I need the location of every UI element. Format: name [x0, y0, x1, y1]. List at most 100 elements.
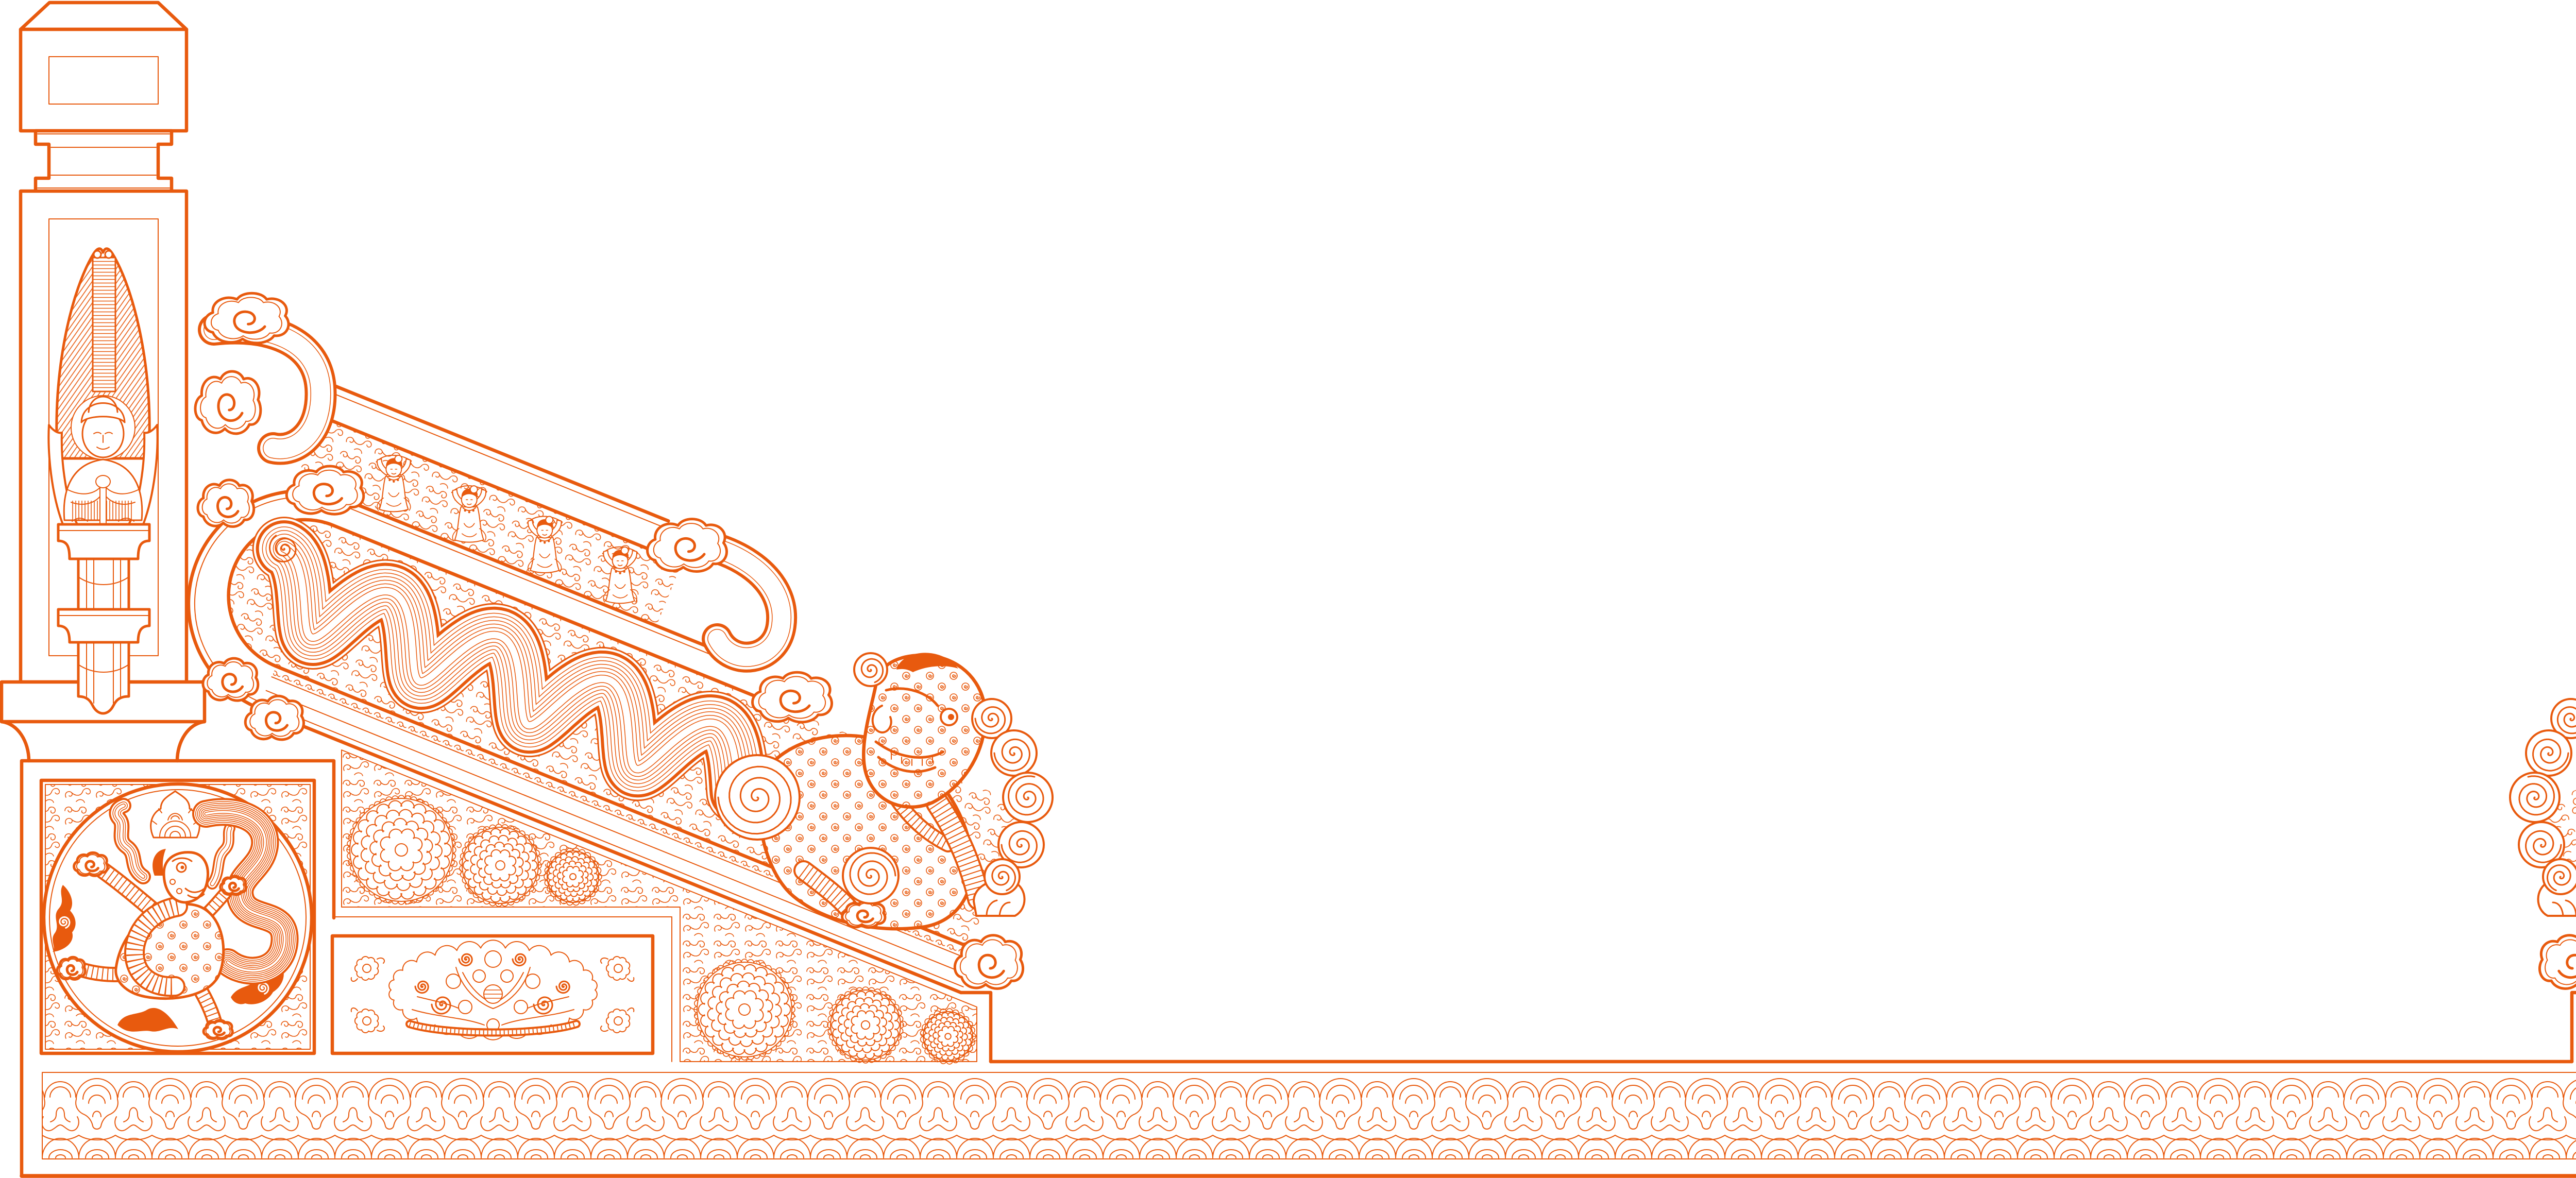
spiral-icon	[59, 916, 71, 929]
orb	[514, 1000, 528, 1014]
spiral-line	[414, 980, 429, 994]
rosette-petals	[477, 841, 524, 889]
rosette-disc	[462, 827, 539, 904]
cloud-icon	[753, 672, 832, 722]
rosette-petals	[716, 980, 773, 1038]
left-balustrade-half	[0, 1, 1054, 1178]
spiral-icon	[512, 953, 527, 967]
serpentine-wave	[252, 517, 770, 825]
band-stripe	[205, 811, 286, 972]
post-cap-roof	[19, 1, 189, 31]
lion-teeth	[891, 753, 933, 766]
cloud-frieze-border	[42, 1072, 2576, 1159]
mask-rope	[405, 1020, 581, 1037]
spiral-icon	[555, 980, 570, 994]
rosette-petals	[369, 818, 433, 881]
paw-icon	[202, 1019, 233, 1040]
cloud-icon	[117, 1008, 178, 1032]
post-neck-lines	[37, 133, 170, 189]
orb	[446, 974, 461, 989]
rosette-center	[569, 873, 577, 880]
stair-block-edge	[959, 991, 993, 1064]
lion-medallion	[39, 778, 316, 1055]
orb	[484, 950, 502, 968]
figure-band-top-edge	[322, 416, 667, 558]
rosette-center	[495, 860, 505, 870]
paw-icon	[219, 875, 247, 896]
rosette-fringe	[544, 847, 602, 906]
rosette-petals	[928, 1016, 968, 1056]
cloud-icon	[203, 658, 258, 701]
rosette-petals	[351, 800, 452, 900]
spiral-line	[717, 765, 792, 835]
handrail-lower-scroll	[648, 519, 832, 722]
rosette-petals	[923, 1012, 973, 1061]
paw-claws	[986, 899, 1011, 917]
spiral-line	[458, 953, 473, 967]
spiral-line	[431, 996, 451, 1015]
orb	[525, 974, 540, 989]
figure-shelf	[57, 523, 151, 560]
flame-cloud	[207, 823, 235, 890]
rosette-petals	[837, 997, 894, 1053]
rosette-petals	[831, 991, 900, 1060]
rosette-icon	[693, 959, 795, 1061]
figure-face	[93, 432, 113, 450]
spiral-line	[993, 738, 1030, 772]
rosette-petals	[698, 964, 791, 1055]
lion-face-lines	[172, 857, 207, 899]
corner-flower-icon	[600, 1008, 635, 1033]
wave-start-spiral-icon	[268, 535, 297, 562]
rosette-fringe	[346, 795, 456, 905]
lion-front-leg	[926, 792, 991, 911]
spiral-line	[974, 706, 1006, 735]
rib-fill	[928, 794, 989, 909]
rosette-petals	[547, 851, 599, 902]
spiral-line	[533, 996, 553, 1015]
rosette-icon	[544, 847, 602, 906]
rosette-center	[738, 1003, 751, 1016]
rosette-petals	[484, 849, 517, 882]
lion-tail-scroll	[192, 798, 299, 985]
post	[0, 1, 207, 763]
cloud-icon	[53, 885, 76, 952]
corner-flower-icon	[350, 1008, 385, 1033]
post-neck	[33, 129, 174, 193]
spiral-icon	[414, 980, 429, 994]
clasped-hands	[95, 475, 111, 488]
band-stripe	[211, 827, 231, 885]
rib-fill	[126, 898, 186, 995]
post-base-flare	[0, 720, 207, 763]
orb	[458, 1000, 472, 1014]
rosette-petals	[556, 860, 589, 893]
lion-head-spots	[863, 655, 986, 807]
cloud-icon	[205, 293, 289, 343]
spiral-line	[1001, 830, 1038, 863]
figure-crown	[80, 396, 126, 423]
rosette-petals	[552, 856, 594, 897]
paw-icon	[842, 901, 885, 928]
handrail-upper-scroll	[195, 293, 364, 526]
column-bracket	[57, 608, 151, 644]
spiral-line	[59, 916, 71, 929]
band-stripe	[115, 804, 145, 878]
rib-fill	[408, 1022, 579, 1035]
spiral-line	[512, 953, 527, 967]
rosette-disc	[830, 989, 901, 1061]
wave-stripe	[281, 545, 742, 796]
post-cap-panel	[48, 56, 159, 105]
knob	[104, 250, 113, 259]
relief-panel-border	[341, 749, 977, 1062]
mane-curl-icon	[853, 652, 888, 687]
rosette-petals	[463, 828, 538, 903]
spiral-line	[849, 852, 896, 895]
mane-curl-icon	[990, 729, 1038, 777]
flame-cloud	[109, 798, 151, 884]
rosette-petals	[843, 1003, 887, 1047]
shared-base	[20, 1060, 2576, 1178]
cloud-icon	[648, 519, 727, 572]
cloud-icon	[245, 696, 303, 740]
medallion-inner-ring	[49, 789, 307, 1047]
rosette-petals	[937, 1026, 959, 1047]
